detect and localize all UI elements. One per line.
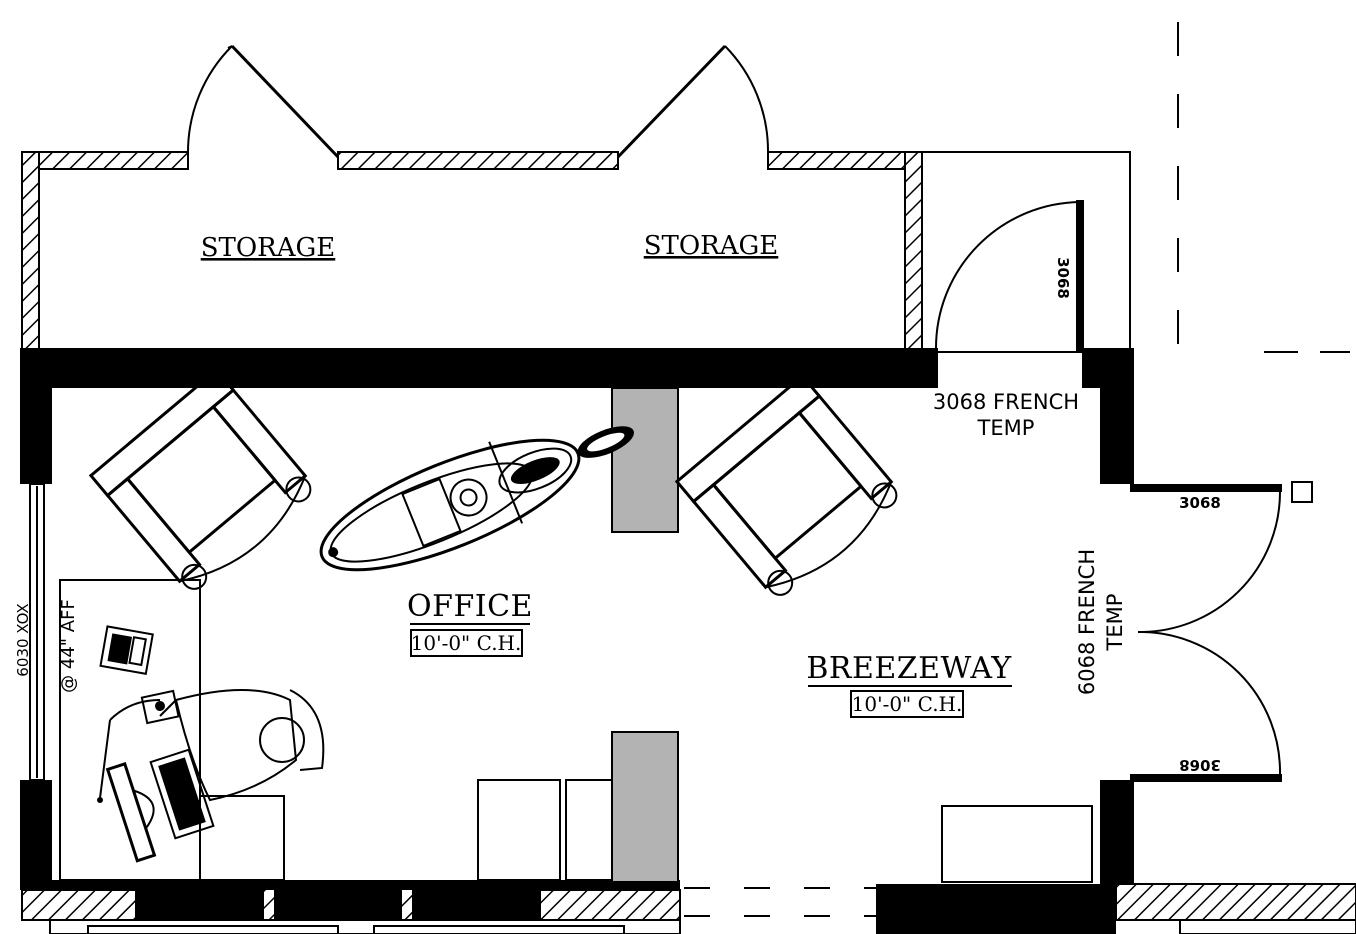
cabinet-1 — [477, 779, 561, 881]
column-upper — [611, 387, 679, 533]
storage-walls — [21, 151, 923, 353]
office-ceiling-height: 10'-0" C.H. — [411, 631, 522, 655]
storage-door-right — [616, 44, 770, 159]
window — [29, 483, 45, 781]
french-door-label-line1: 3068 FRENCH — [933, 390, 1079, 414]
desk-phone — [99, 625, 154, 675]
main-walls — [20, 200, 1282, 890]
bench — [941, 805, 1093, 883]
dashed-lines — [684, 22, 1350, 917]
armchair-left — [88, 368, 312, 590]
side-door — [921, 151, 1131, 353]
storage-door-left — [187, 44, 340, 159]
double-door-upper-tag: 3068 — [1179, 494, 1221, 512]
breezeway-ceiling-height: 10'-0" C.H. — [852, 692, 963, 716]
cabinet-2 — [565, 779, 613, 881]
monitor — [105, 761, 157, 863]
armchair-right — [674, 374, 898, 596]
office-label: OFFICE — [407, 589, 533, 624]
light-switch — [1291, 481, 1313, 503]
double-french-door — [1137, 491, 1282, 775]
double-door-label-line2: TEMP — [1103, 594, 1127, 652]
bottom-walls — [20, 880, 1356, 934]
desk-paper — [140, 689, 180, 725]
storage-right-label: STORAGE — [644, 231, 779, 261]
breezeway-label: BREEZEWAY — [806, 651, 1012, 686]
window-size-tag: 6030 XOX — [14, 603, 32, 676]
column-lower — [611, 731, 679, 883]
person-at-desk — [97, 689, 325, 809]
side-door-tag: 3068 — [1054, 257, 1072, 299]
motorcycle — [319, 426, 634, 572]
double-door-lower-tag: 3068 — [1179, 756, 1221, 774]
storage-left-label: STORAGE — [201, 233, 336, 263]
french-door-label-line2: TEMP — [977, 416, 1035, 440]
desk — [59, 579, 285, 881]
double-door-label-line1: 6068 FRENCH — [1075, 549, 1099, 695]
window-sill-height: @ 44" AFF — [58, 599, 79, 693]
keyboard — [149, 748, 215, 840]
